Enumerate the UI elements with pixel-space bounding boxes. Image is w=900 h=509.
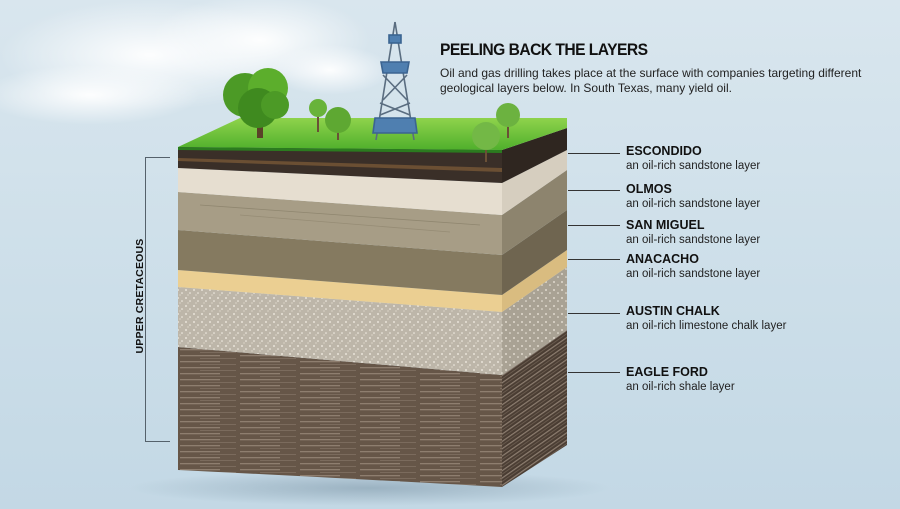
layer-san-miguel <box>178 230 502 295</box>
layer-label-olmos: OLMOS an oil-rich sandstone layer <box>626 182 760 211</box>
oil-derrick-icon <box>372 21 418 141</box>
tree-icon <box>223 68 289 138</box>
layer-description: an oil-rich shale layer <box>626 381 735 393</box>
layer-description: an oil-rich sandstone layer <box>626 160 761 172</box>
layer-label-anacacho: ANACACHO an oil-rich sandstone layer <box>626 252 760 281</box>
cloud-decoration <box>0 0 390 125</box>
layer-name: EAGLE FORD <box>626 365 708 379</box>
leader-line-escondido <box>568 153 620 154</box>
layer-label-austin-chalk: AUSTIN CHALK an oil-rich limestone chalk… <box>626 304 786 333</box>
layer-label-eagle-ford: EAGLE FORD an oil-rich shale layer <box>626 365 735 394</box>
layer-name: ANACACHO <box>626 252 699 266</box>
layer-olmos <box>178 192 502 255</box>
leader-line-austin-chalk <box>568 313 620 314</box>
layer-description: an oil-rich sandstone layer <box>626 234 761 246</box>
layer-label-escondido: ESCONDIDO an oil-rich sandstone layer <box>626 144 760 173</box>
layer-name: SAN MIGUEL <box>626 218 705 232</box>
leader-line-eagle-ford <box>568 372 620 373</box>
page-subtitle: Oil and gas drilling takes place at the … <box>440 66 862 95</box>
leader-line-san-miguel <box>568 225 620 226</box>
layer-eagle-ford <box>178 347 502 487</box>
side-face <box>502 128 567 487</box>
layer-description: an oil-rich sandstone layer <box>626 198 761 210</box>
layer-label-san-miguel: SAN MIGUEL an oil-rich sandstone layer <box>626 218 760 247</box>
header: PEELING BACK THE LAYERS Oil and gas dril… <box>440 40 880 96</box>
era-label: UPPER CRETACEOUS <box>134 238 146 354</box>
layer-anacacho <box>178 270 502 312</box>
layer-escondido <box>178 168 502 215</box>
leader-line-anacacho <box>568 259 620 260</box>
layer-name: OLMOS <box>626 182 672 196</box>
layer-name: ESCONDIDO <box>626 144 702 158</box>
grass-surface <box>178 118 567 150</box>
page-title: PEELING BACK THE LAYERS <box>440 40 648 59</box>
tree-icon <box>472 103 520 162</box>
front-face <box>178 147 502 487</box>
layer-description: an oil-rich sandstone layer <box>626 268 761 280</box>
era-bracket <box>145 157 170 442</box>
layer-austin-chalk <box>178 287 502 375</box>
layer-name: AUSTIN CHALK <box>626 304 720 318</box>
leader-line-olmos <box>568 190 620 191</box>
layer-description: an oil-rich limestone chalk layer <box>626 320 787 332</box>
tree-icon <box>309 99 351 140</box>
